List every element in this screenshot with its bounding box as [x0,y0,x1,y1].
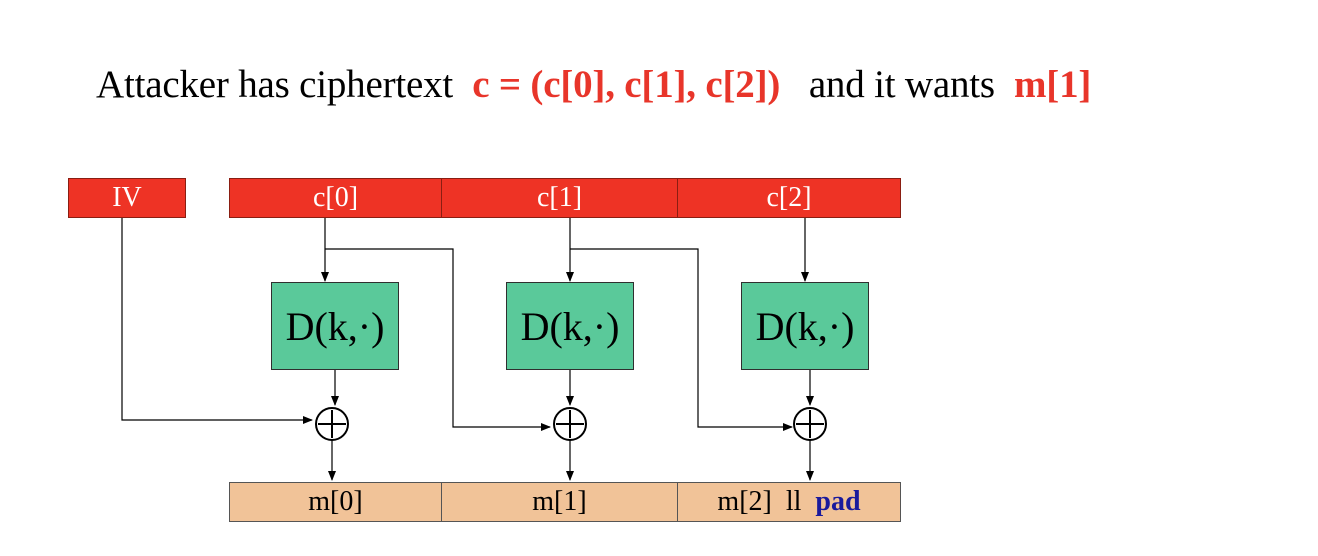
c1-chain-wire [570,248,793,431]
plaintext-label-2: m[2] [717,486,772,517]
decrypt-block-2: D(k,·) [741,282,869,370]
title-target: m[1] [1014,63,1092,106]
ciphertext-block-1: c[1] [441,178,678,218]
plaintext-block-1: m[1] [441,482,678,522]
decrypt-label-1: D(k,·) [520,303,620,349]
ciphertext-label-0: c[0] [312,182,359,213]
c0-chain-wire [325,248,551,431]
title-cipher-expression: c = (c[0], c[1], c[2]) [472,63,781,106]
slide-title: Attacker has ciphertext c = (c[0], c[1],… [96,62,1091,107]
decrypt-block-1: D(k,·) [506,282,634,370]
iv-wire [121,217,313,424]
plaintext-block-0: m[0] [229,482,442,522]
plaintext-block-2: m[2] ll pad [677,482,901,522]
xor-1-icon [553,407,587,441]
ciphertext-label-1: c[1] [536,182,583,213]
concat-separator: ll [785,486,802,517]
title-prefix: Attacker has ciphertext [96,63,454,106]
plaintext-label-1: m[1] [532,486,587,517]
plaintext-label-0: m[0] [308,486,363,517]
ciphertext-block-0: c[0] [229,178,442,218]
ciphertext-label-2: c[2] [766,182,812,213]
decrypt-label-0: D(k,·) [285,303,385,349]
decrypt-label-2: D(k,·) [755,303,855,349]
pad-label: pad [815,486,861,517]
ciphertext-block-2: c[2] [677,178,901,218]
xor-2-icon [793,407,827,441]
xor-0-icon [315,407,349,441]
iv-label: IV [112,182,142,213]
iv-block: IV [68,178,186,218]
decrypt-block-0: D(k,·) [271,282,399,370]
title-middle: and it wants [808,63,995,106]
